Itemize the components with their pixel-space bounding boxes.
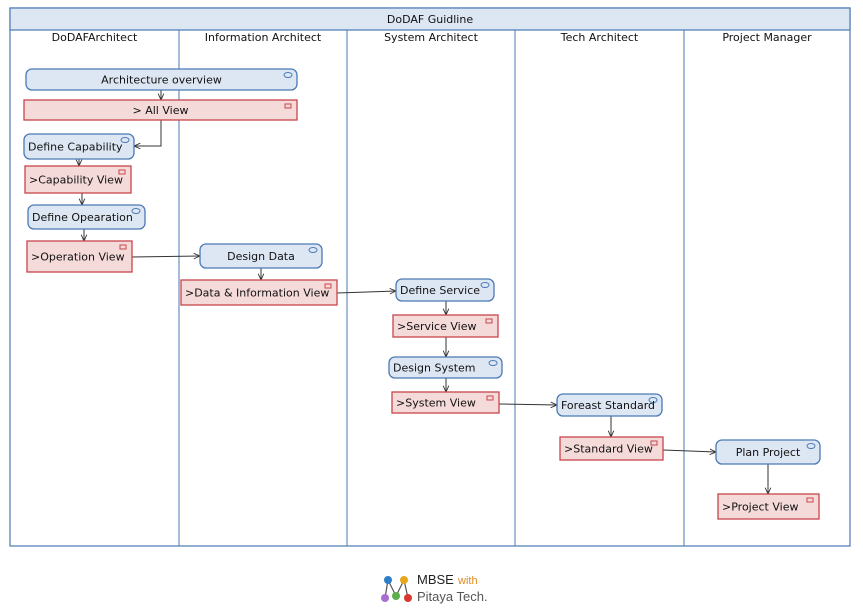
action-n7[interactable]: Design Data: [199, 243, 323, 269]
action-box[interactable]: [556, 393, 663, 417]
diagram-title: DoDAF Guidline: [387, 13, 473, 26]
flow-n8-n9: [336, 291, 396, 293]
view-box[interactable]: [24, 165, 132, 194]
action-box[interactable]: [23, 133, 135, 160]
node-label: Define Opearation: [32, 211, 133, 224]
lane-4: Tech Architect: [514, 30, 639, 546]
lane-header: Information Architect: [205, 31, 322, 44]
object-icon: [650, 440, 658, 446]
view-n8[interactable]: >Data & Information View: [180, 279, 338, 306]
view-box[interactable]: [392, 314, 499, 338]
flow-n2-n3: [134, 120, 162, 146]
node-label: >Data & Information View: [185, 287, 329, 300]
action-n13[interactable]: Foreast Standard: [556, 393, 663, 417]
view-box[interactable]: [23, 99, 298, 121]
brand-line-1: MBSE: [417, 572, 454, 587]
diagram-frame: [9, 7, 851, 547]
object-icon: [324, 283, 332, 289]
view-n4[interactable]: >Capability View: [24, 165, 132, 194]
brand-with: with: [457, 575, 478, 587]
view-n10[interactable]: >Service View: [392, 314, 499, 338]
node-label: Define Service: [400, 284, 480, 297]
action-box[interactable]: [715, 439, 821, 465]
object-icon: [284, 103, 292, 109]
action-icon: [308, 247, 318, 253]
lane-header: Tech Architect: [560, 31, 639, 44]
node-label: > All View: [133, 104, 189, 117]
brand-logo: MBSE with Pitaya Tech.: [381, 572, 488, 604]
object-icon: [119, 244, 127, 250]
object-icon: [806, 497, 814, 503]
lane-header: System Architect: [384, 31, 479, 44]
action-icon: [131, 208, 141, 214]
flow-n6-n7: [131, 256, 200, 257]
action-icon: [648, 397, 658, 403]
control-flows: [79, 90, 768, 494]
action-icon: [283, 72, 293, 78]
action-n5[interactable]: Define Opearation: [27, 204, 146, 230]
node-label: >System View: [396, 397, 476, 410]
view-n6[interactable]: >Operation View: [26, 240, 133, 273]
view-box[interactable]: [717, 493, 820, 520]
node-label: >Operation View: [31, 251, 125, 264]
action-n3[interactable]: Define Capability: [23, 133, 135, 160]
node-label: >Service View: [397, 320, 476, 333]
action-n15[interactable]: Plan Project: [715, 439, 821, 465]
action-n11[interactable]: Design System: [388, 356, 503, 379]
node-label: >Standard View: [564, 443, 653, 456]
action-box[interactable]: [388, 356, 503, 379]
view-n16[interactable]: >Project View: [717, 493, 820, 520]
object-icon: [486, 395, 494, 401]
action-icon: [480, 282, 490, 288]
node-label: >Project View: [722, 501, 798, 514]
object-icon: [485, 318, 493, 324]
view-n12[interactable]: >System View: [391, 391, 500, 414]
node-label: >Capability View: [29, 174, 123, 187]
view-box[interactable]: [26, 240, 133, 273]
action-icon: [806, 443, 816, 449]
node-label: Plan Project: [736, 446, 801, 459]
view-n2[interactable]: > All View: [23, 99, 298, 121]
view-box[interactable]: [391, 391, 500, 414]
view-box[interactable]: [180, 279, 338, 306]
lane-header: Project Manager: [722, 31, 812, 44]
object-icon: [118, 169, 126, 175]
swimlanes: DoDAFArchitect Information Architect Syste…: [52, 30, 812, 546]
lane-1: DoDAFArchitect: [52, 31, 138, 44]
node-label: Define Capability: [28, 141, 123, 154]
action-icon: [120, 137, 130, 143]
action-n9[interactable]: Define Service: [395, 278, 495, 302]
lane-5: Project Manager: [683, 30, 812, 546]
flow-n12-n13: [498, 404, 557, 405]
action-icon: [488, 360, 498, 366]
flow-n14-n15: [662, 450, 716, 452]
action-box[interactable]: [199, 243, 323, 269]
view-n14[interactable]: >Standard View: [559, 436, 664, 461]
node-label: Design Data: [227, 250, 295, 263]
action-n1[interactable]: Architecture overview: [25, 68, 298, 91]
brand-network-icon: [381, 576, 412, 602]
action-box[interactable]: [25, 68, 298, 91]
node-label: Design System: [393, 362, 476, 375]
action-box[interactable]: [27, 204, 146, 230]
action-box[interactable]: [395, 278, 495, 302]
node-label: Foreast Standard: [561, 399, 655, 412]
title-bar: [9, 7, 851, 31]
view-box[interactable]: [559, 436, 664, 461]
brand-line-2: Pitaya Tech.: [417, 589, 488, 604]
lane-3: System Architect: [346, 30, 479, 546]
lane-header: DoDAFArchitect: [52, 31, 138, 44]
node-label: Architecture overview: [101, 74, 222, 87]
